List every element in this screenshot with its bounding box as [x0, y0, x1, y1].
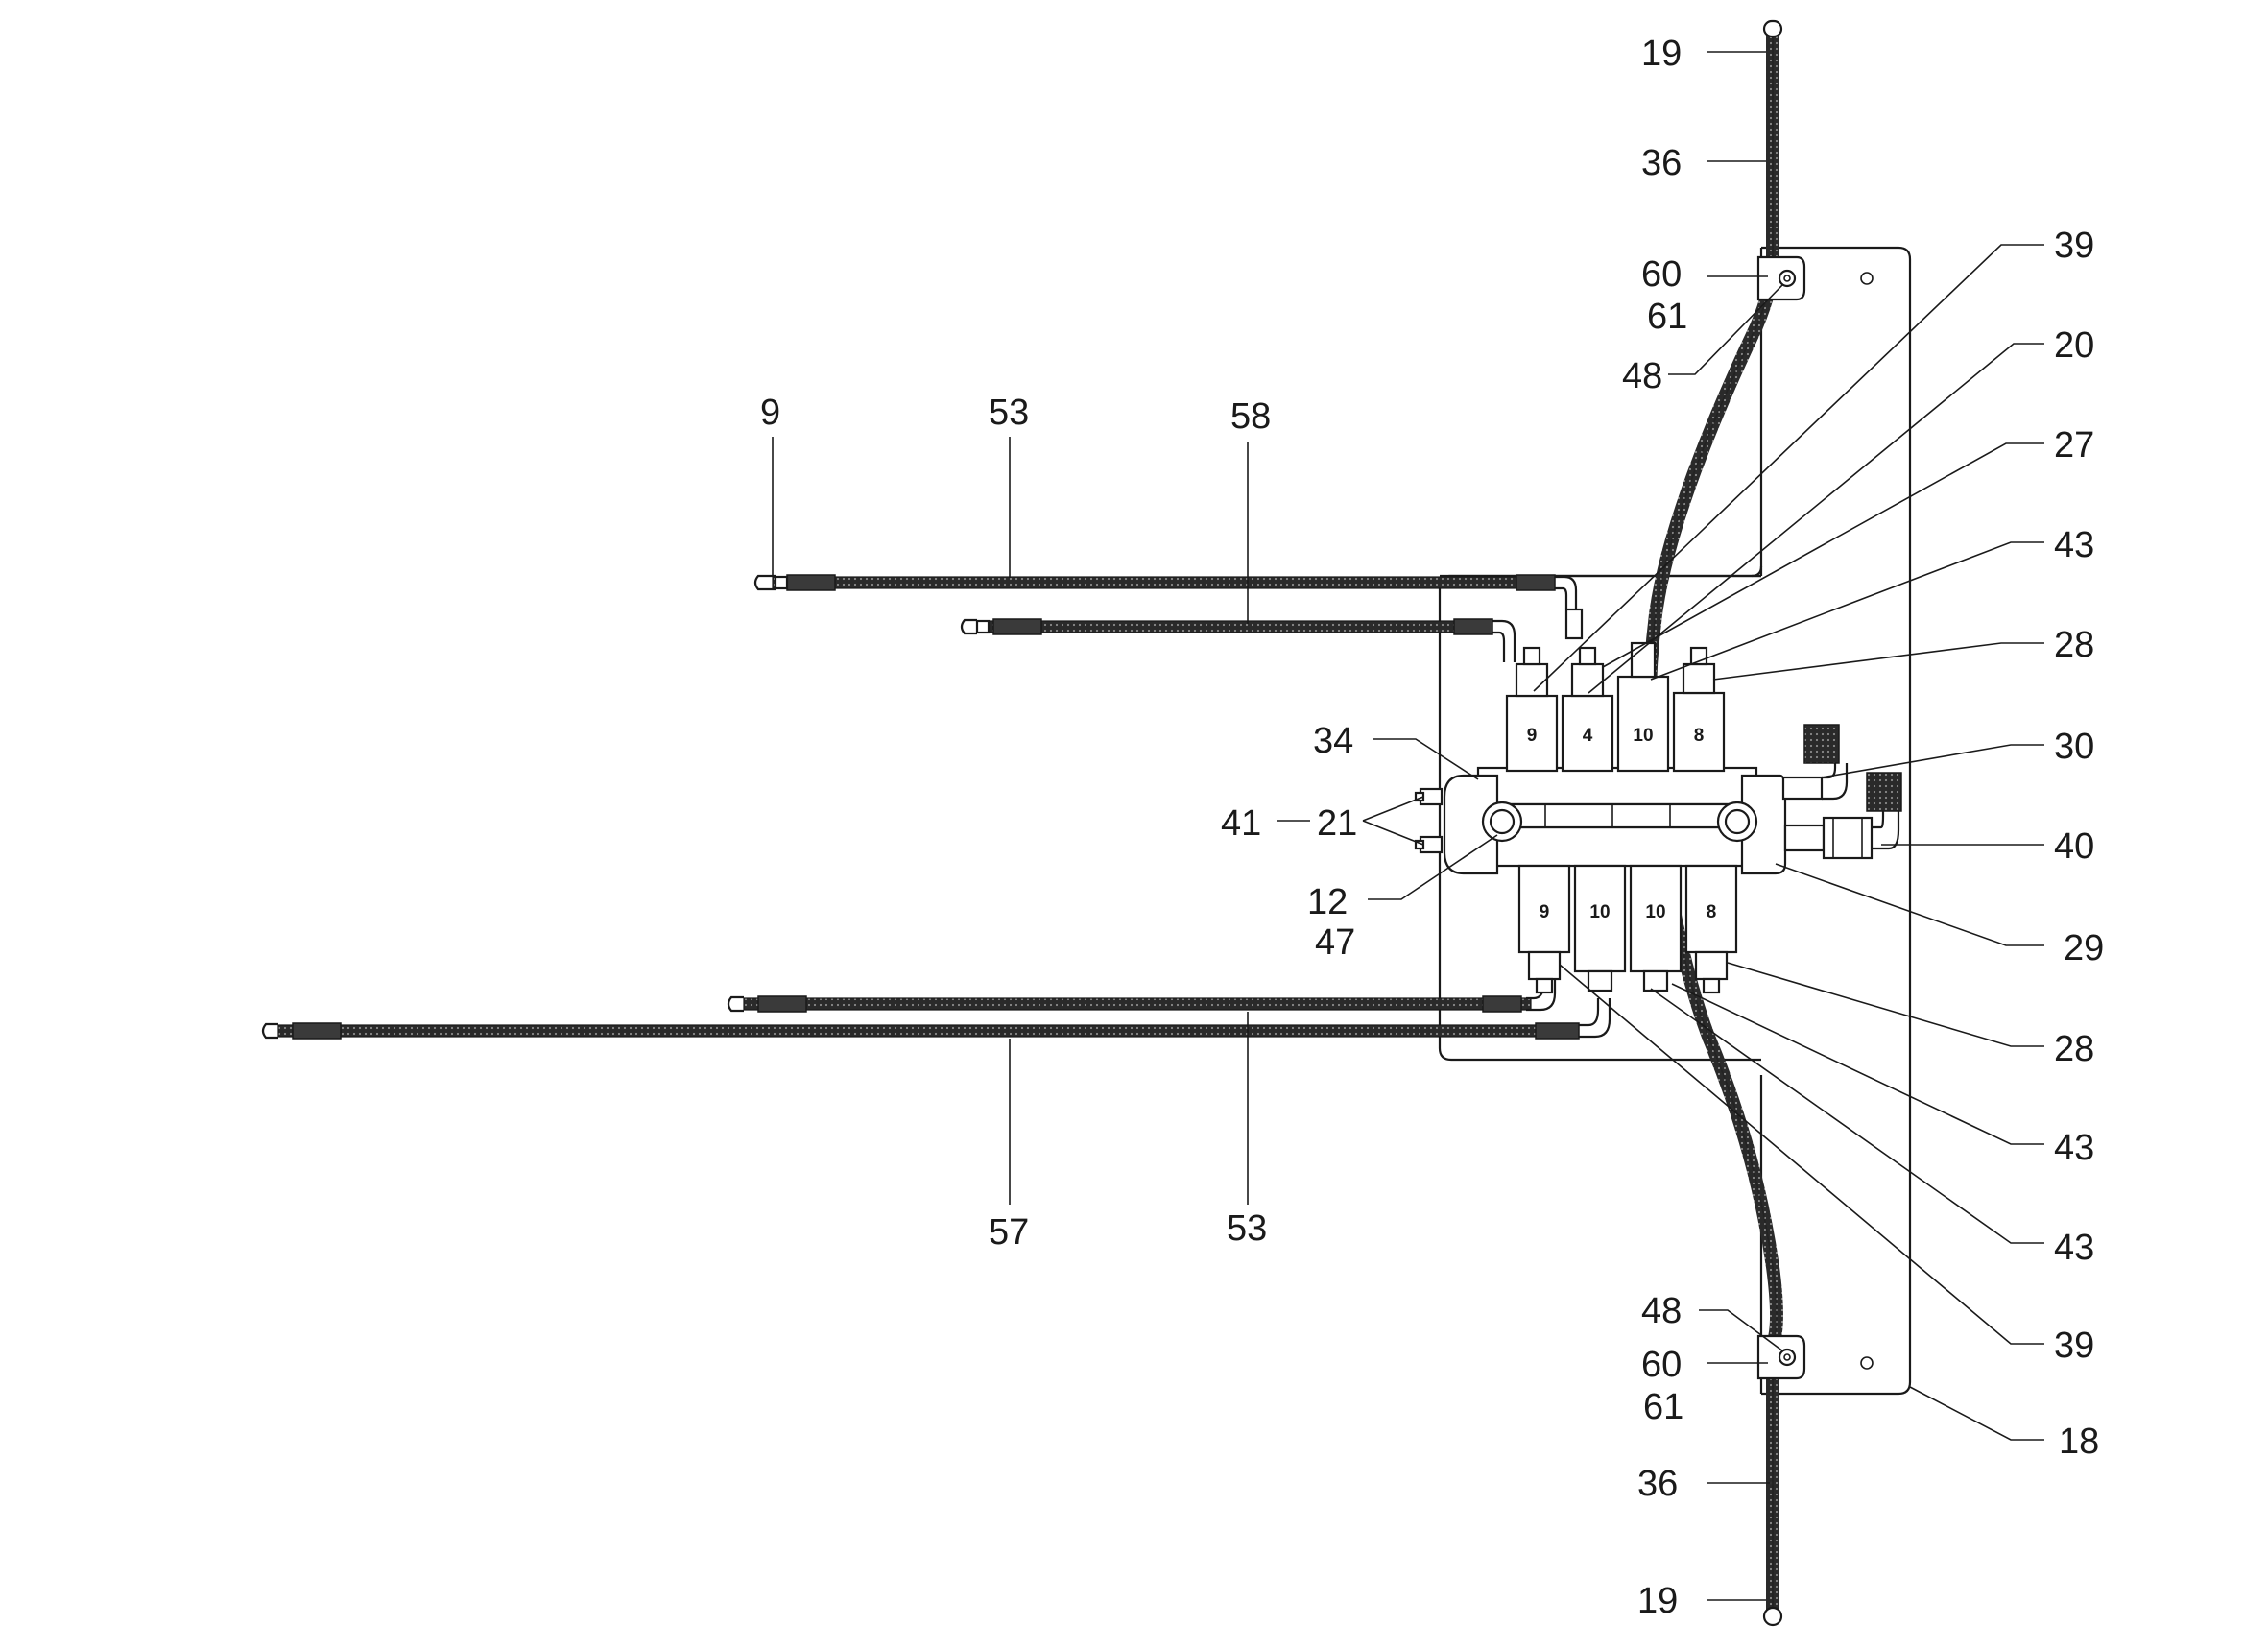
valve-label-lower-2: 10	[1589, 902, 1610, 922]
callout-48-bottom: 48	[1641, 1291, 1682, 1331]
callout-58: 58	[1230, 396, 1271, 437]
valve-label-upper-4: 8	[1694, 726, 1705, 746]
callout-36-bottom: 36	[1637, 1464, 1678, 1504]
hose-clamp-top	[1756, 255, 1806, 301]
callout-29: 29	[2064, 928, 2104, 968]
callout-34: 34	[1313, 721, 1353, 761]
upper-valves: 9 4 10 8	[1505, 608, 1726, 773]
callout-18: 18	[2059, 1422, 2099, 1462]
callout-48-top: 48	[1622, 356, 1662, 396]
line-57	[261, 998, 1611, 1040]
right-fittings	[1781, 724, 1902, 860]
callout-57: 57	[989, 1212, 1029, 1253]
callout-21: 21	[1317, 803, 1357, 844]
line-53-top	[753, 574, 1578, 609]
callout-39-top: 39	[2054, 226, 2094, 266]
callout-30: 30	[2054, 727, 2094, 767]
callout-28-top: 28	[2054, 625, 2094, 665]
leader-lines	[772, 51, 2044, 1601]
callout-19-bottom: 19	[1637, 1581, 1678, 1621]
hose-end-cap-bottom	[1762, 1606, 1783, 1627]
callout-9: 9	[760, 393, 780, 433]
callout-labels: 19 36 60 61 48 9 53 58 39 20 27 43 28 34…	[760, 34, 2104, 1621]
callout-39-bottom: 39	[2054, 1326, 2094, 1366]
callout-47: 47	[1315, 922, 1355, 963]
valve-label-lower-3: 10	[1645, 902, 1665, 922]
callout-43-top: 43	[2054, 525, 2094, 565]
callout-53-bottom: 53	[1227, 1208, 1267, 1249]
callout-28-bottom: 28	[2054, 1029, 2094, 1069]
callout-36-top: 36	[1641, 143, 1682, 183]
valve-label-upper-1: 9	[1527, 726, 1538, 746]
callout-61-bottom: 61	[1643, 1387, 1683, 1427]
valve-label-upper-2: 4	[1583, 726, 1593, 746]
valve-label-upper-3: 10	[1633, 726, 1653, 746]
callout-19-top: 19	[1641, 34, 1682, 74]
callout-12: 12	[1307, 882, 1348, 922]
callout-61-top: 61	[1647, 297, 1687, 337]
line-53-bottom	[727, 960, 1557, 1013]
callout-53-top: 53	[989, 393, 1029, 433]
valve-label-lower-1: 9	[1540, 902, 1550, 922]
lower-valves: 9 10 10 8	[1517, 864, 1738, 994]
callout-60-bottom: 60	[1641, 1345, 1682, 1385]
valve-label-lower-4: 8	[1707, 902, 1717, 922]
divider-manifold	[1414, 766, 1787, 875]
hose-clamp-bottom	[1756, 1334, 1806, 1380]
hose-end-cap-top	[1762, 19, 1783, 38]
callout-20: 20	[2054, 325, 2094, 366]
callout-27: 27	[2054, 425, 2094, 466]
callout-60-top: 60	[1641, 254, 1682, 295]
callout-41: 41	[1221, 803, 1261, 844]
callout-43-mid: 43	[2054, 1128, 2094, 1168]
callout-43-bottom: 43	[2054, 1228, 2094, 1268]
line-58	[960, 618, 1516, 662]
callout-40: 40	[2054, 826, 2094, 867]
